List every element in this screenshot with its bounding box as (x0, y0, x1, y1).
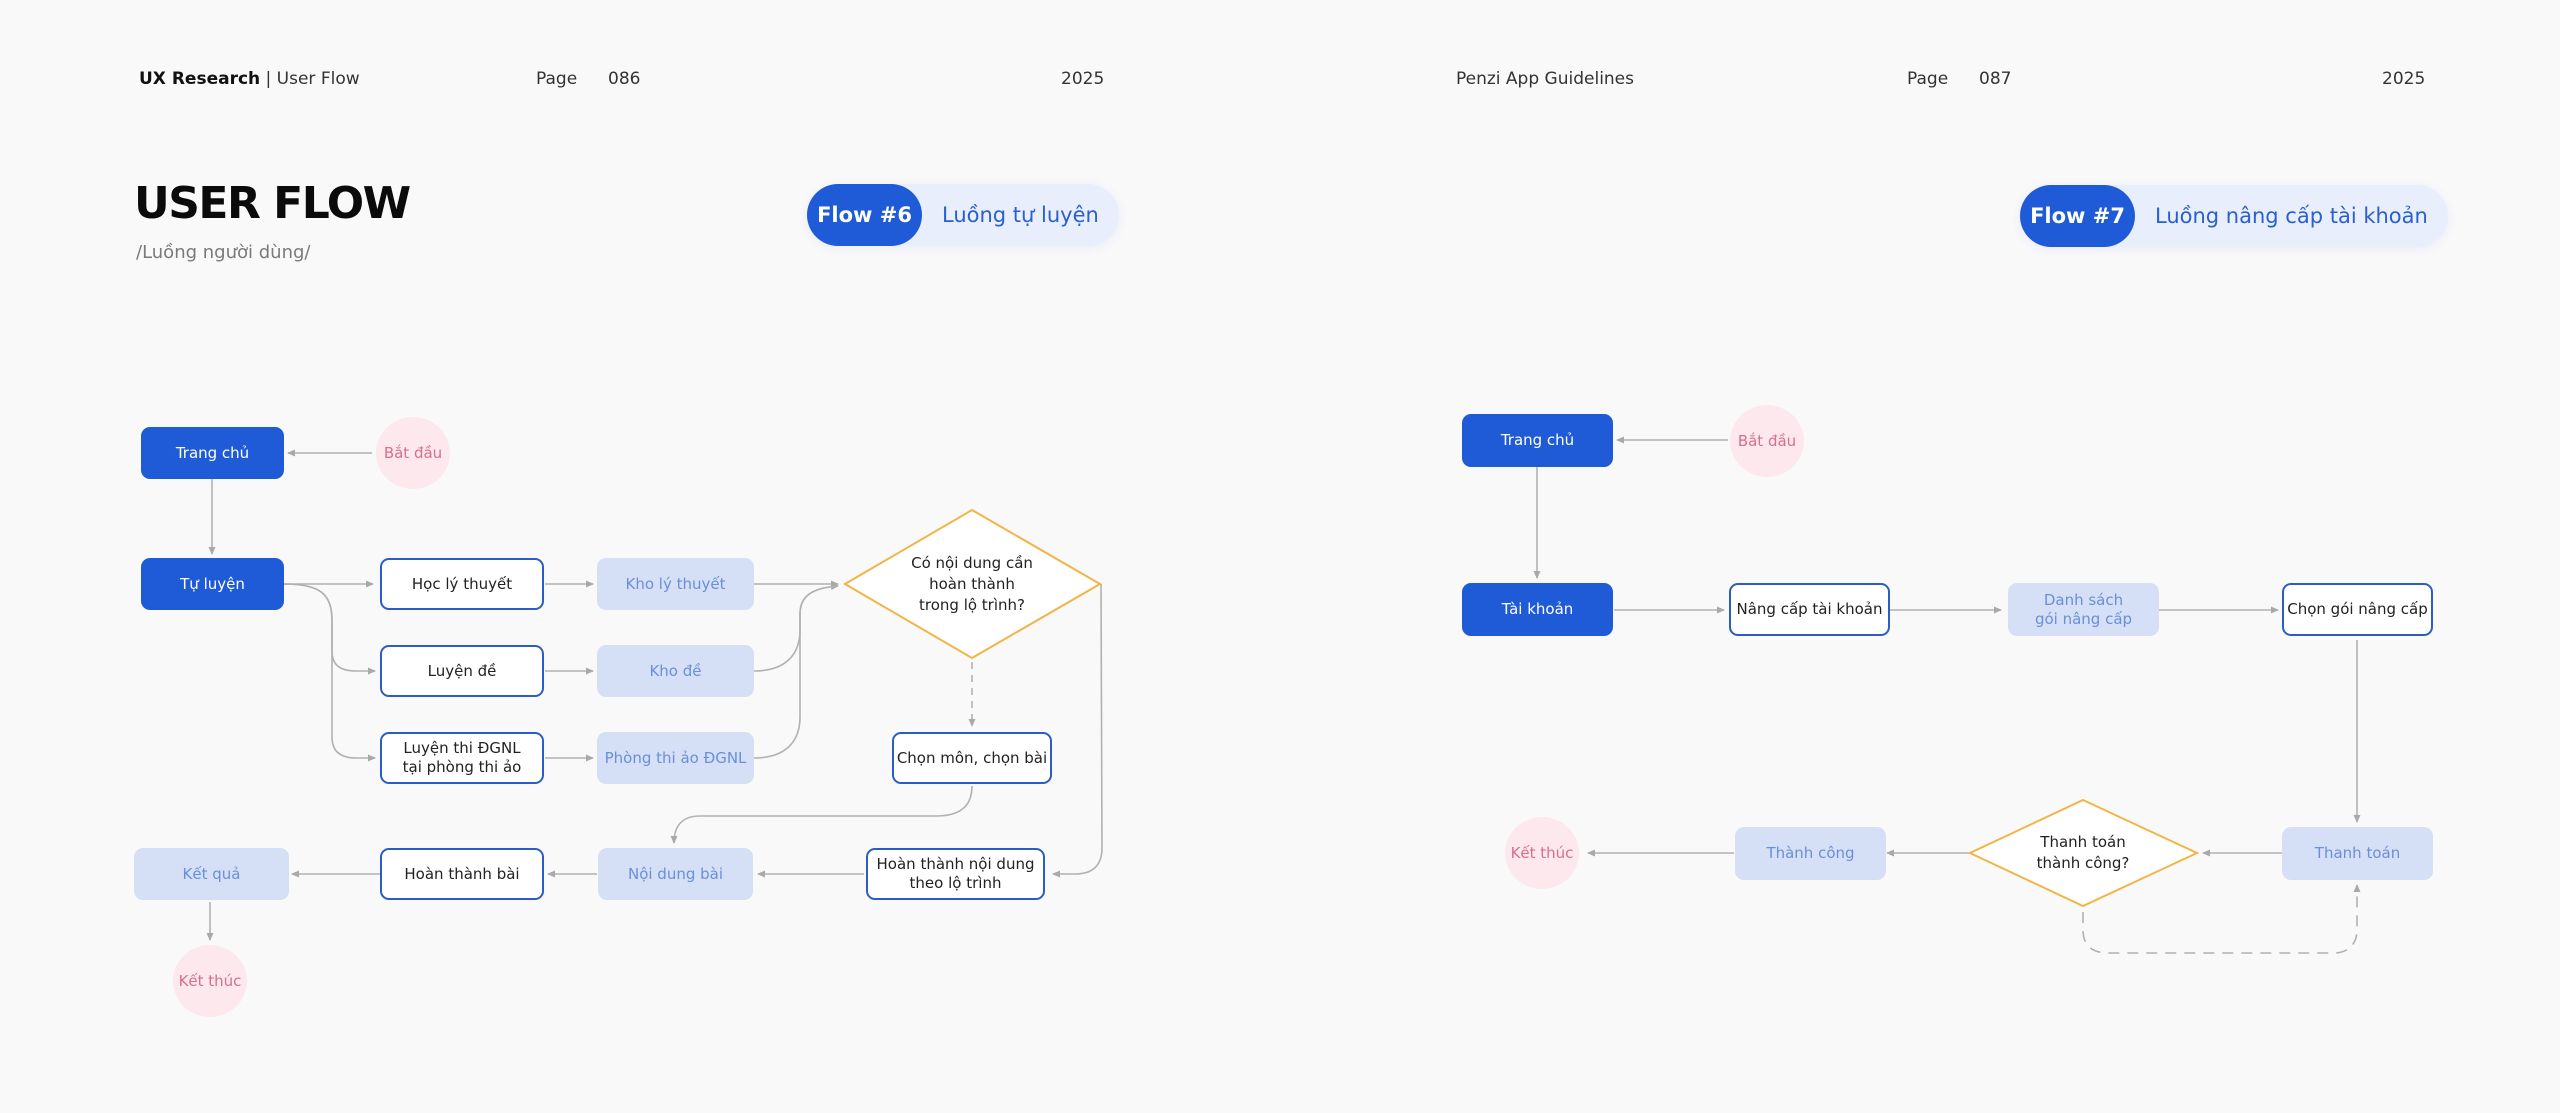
flow-6-pill: Flow #6 Luồng tự luyện (807, 184, 1119, 246)
flow-6-mock-exam-line2: tại phòng thi ảo (402, 758, 522, 776)
flow-6-virtual-room: Phòng thi ảo ĐGNL (597, 732, 754, 784)
right-header-brand: Penzi App Guidelines (1456, 69, 1635, 89)
left-header-brand: UX Research | User Flow (139, 68, 360, 90)
flow-7-decision-line1: Thanh toán (2040, 833, 2126, 851)
flow-7-start: Bắt đầu (1730, 405, 1804, 477)
flow-6-home: Trang chủ (141, 427, 284, 479)
page-title: USER FLOW (134, 178, 411, 229)
left-page-label: Page (536, 69, 578, 89)
flow-6-decision-text: Có nội dung cần hoàn thành trong lộ trìn… (882, 552, 1062, 616)
right-page-number: 087 (1979, 69, 2012, 89)
flow-6-exam-bank: Kho đề (597, 645, 754, 697)
flow-6-self-study: Tự luyện (141, 558, 284, 610)
flow-7-payment: Thanh toán (2282, 827, 2433, 880)
flow-7-tag: Flow #7 (2020, 185, 2135, 247)
flow-7-home: Trang chủ (1462, 414, 1613, 467)
flow-6-mock-exam-line1: Luyện thi ĐGNL (403, 739, 521, 757)
flow-6-end: Kết thúc (173, 945, 247, 1017)
flow-6-tag: Flow #6 (807, 184, 922, 246)
flow-6-decision-line2: hoàn thành (929, 574, 1015, 593)
flow-7-plan-list: Danh sách gói nâng cấp (2008, 583, 2159, 636)
flow-6-choose: Chọn môn, chọn bài (892, 732, 1052, 784)
flow-7-success: Thành công (1735, 827, 1886, 880)
flow-6-lesson-content: Nội dung bài (598, 848, 753, 900)
flow-6-learn-theory: Học lý thuyết (380, 558, 544, 610)
flow-7-end: Kết thúc (1505, 817, 1579, 889)
flow-6-theory-bank: Kho lý thuyết (597, 558, 754, 610)
flow-6-decision-line3: trong lộ trình? (919, 595, 1025, 614)
flow-6-result: Kết quả (134, 848, 289, 900)
header-section: | User Flow (265, 69, 360, 89)
left-page-number: 086 (608, 69, 641, 89)
flow-6-label: Luồng tự luyện (942, 203, 1099, 227)
flow-6-decision-line1: Có nội dung cần (911, 553, 1033, 572)
right-year: 2025 (2382, 69, 2426, 89)
flow-6-complete-route: Hoàn thành nội dung theo lộ trình (866, 848, 1045, 900)
page-subtitle: /Luồng người dùng/ (136, 242, 311, 263)
flow-7-decision-diamond (1967, 798, 2200, 908)
flow-6-complete-route-line1: Hoàn thành nội dung (876, 855, 1035, 873)
flow-7-decision-text: Thanh toán thành công? (2000, 830, 2166, 876)
flow-7-plan-list-line1: Danh sách (2043, 590, 2124, 609)
flow-7-account: Tài khoản (1462, 583, 1613, 636)
flow-6-start: Bắt đầu (376, 417, 450, 489)
flow-6-decision-diamond (843, 508, 1102, 660)
flow-7-pill: Flow #7 Luồng nâng cấp tài khoản (2020, 185, 2448, 247)
header-brand: UX Research (139, 69, 261, 89)
flow-7-upgrade: Nâng cấp tài khoản (1729, 583, 1890, 636)
flow-6-mock-exam: Luyện thi ĐGNL tại phòng thi ảo (380, 732, 544, 784)
flow-6-practice: Luyện đề (380, 645, 544, 697)
flow-7-plan-list-line2: gói nâng cấp (2034, 609, 2133, 628)
flow-7-choose-plan: Chọn gói nâng cấp (2282, 583, 2433, 636)
right-page-label: Page (1907, 69, 1949, 89)
flow-6-finish-lesson: Hoàn thành bài (380, 848, 544, 900)
flow-6-complete-route-line2: theo lộ trình (909, 874, 1002, 892)
left-year: 2025 (1061, 69, 1105, 89)
flow-7-decision-line2: thành công? (2036, 854, 2130, 872)
flow-7-label: Luồng nâng cấp tài khoản (2155, 204, 2428, 228)
